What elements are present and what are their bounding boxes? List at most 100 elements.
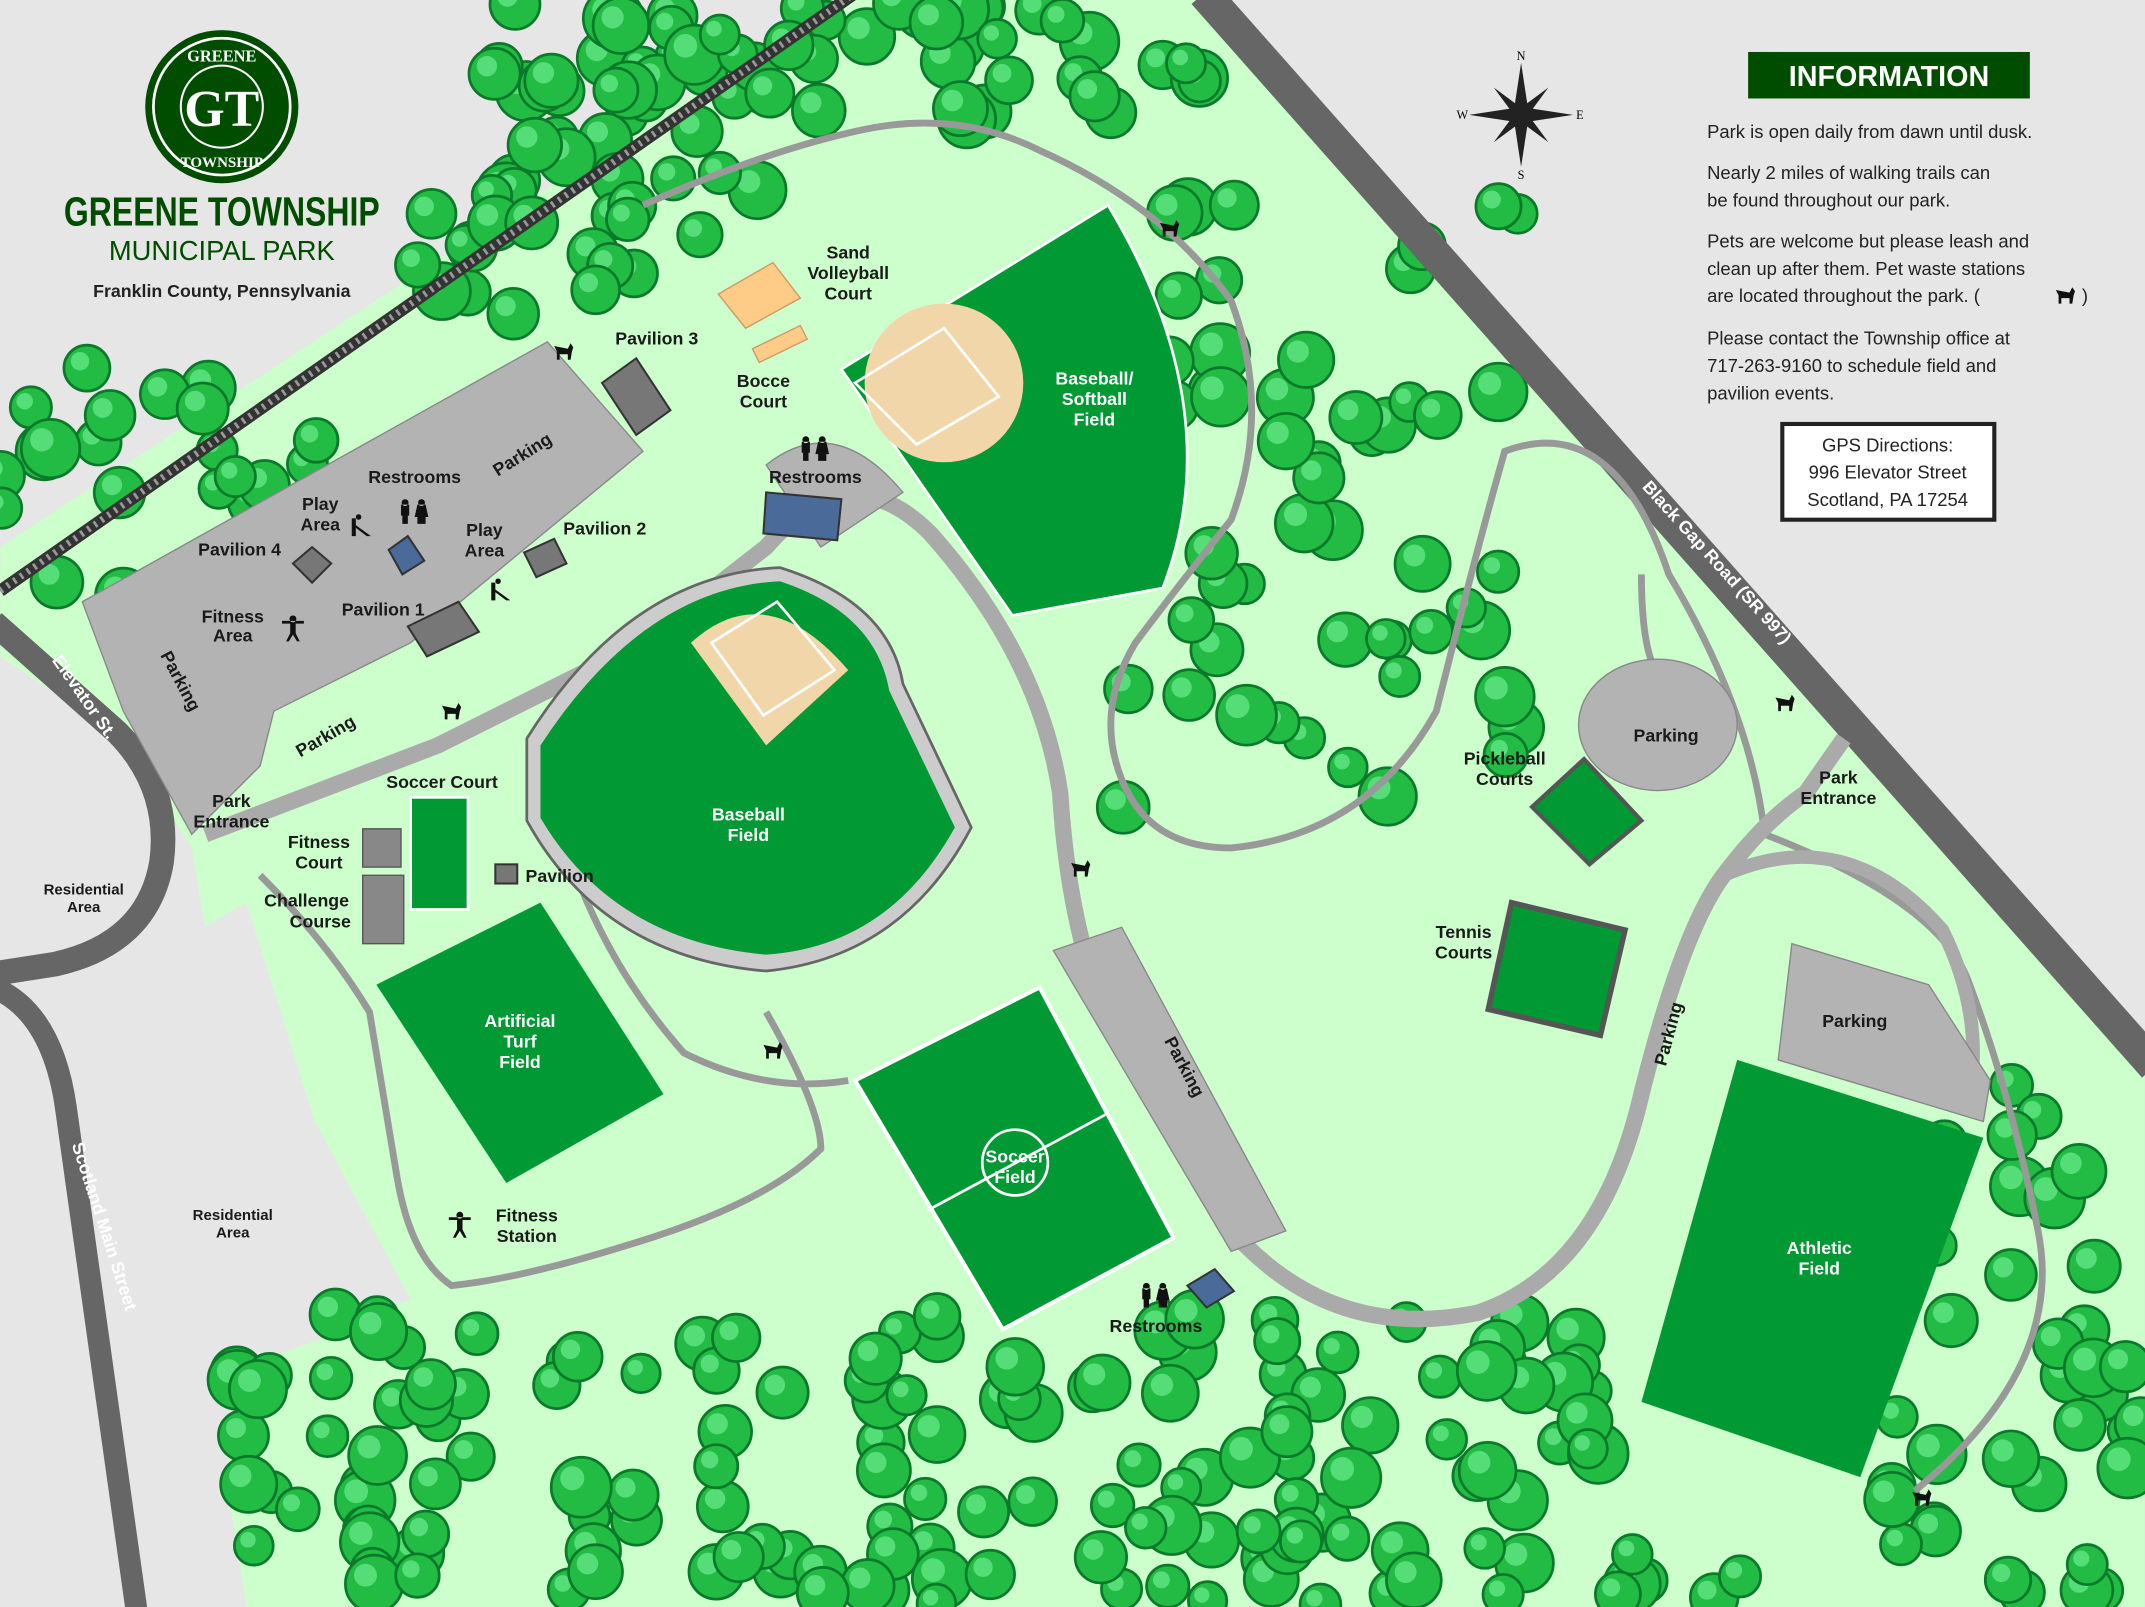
tree-highlight xyxy=(706,1413,728,1435)
tree xyxy=(1277,330,1336,389)
tree xyxy=(885,1374,928,1417)
tree-highlight xyxy=(1306,1590,1323,1607)
tree xyxy=(1073,1530,1129,1585)
tree-highlight xyxy=(1083,1363,1106,1386)
tree xyxy=(1385,1551,1443,1607)
label-pavilion-3: Pavilion 3 xyxy=(615,329,698,349)
tree xyxy=(912,1292,962,1341)
tree-highlight xyxy=(476,204,499,226)
tree-highlight xyxy=(576,1552,599,1575)
tree xyxy=(744,67,796,119)
tree-highlight xyxy=(30,428,54,452)
tree-highlight xyxy=(683,1325,706,1347)
tree-highlight xyxy=(1131,1513,1148,1530)
tree-highlight xyxy=(381,1387,401,1407)
restroom-icon xyxy=(400,499,429,524)
tree xyxy=(2065,1543,2109,1587)
tree xyxy=(219,1454,279,1514)
tree xyxy=(1278,1519,1323,1564)
tree-highlight xyxy=(317,1296,339,1317)
tree-highlight xyxy=(1171,677,1192,698)
tree-highlight xyxy=(874,1510,893,1529)
tree xyxy=(964,1548,1016,1601)
tree-highlight xyxy=(1331,1523,1350,1541)
tree-highlight xyxy=(800,92,822,114)
tree-highlight xyxy=(719,1321,739,1341)
tree-highlight xyxy=(1432,1425,1449,1442)
tree xyxy=(1474,666,1536,728)
tree-highlight xyxy=(764,1374,786,1396)
pet-waste-icon xyxy=(442,702,462,720)
tree xyxy=(1378,655,1422,698)
tree xyxy=(1413,390,1463,440)
tree-highlight xyxy=(921,1300,940,1319)
tree-highlight xyxy=(1330,1457,1355,1481)
tree-highlight xyxy=(1269,1414,1290,1435)
tree-highlight xyxy=(560,1339,581,1360)
tree-highlight xyxy=(402,249,420,268)
tree-highlight xyxy=(983,25,1000,41)
tree xyxy=(1863,1470,1921,1529)
tree xyxy=(1417,1354,1463,1399)
tree-highlight xyxy=(1489,1580,1506,1597)
tree-highlight xyxy=(2040,1326,2061,1347)
park-title: GREENE TOWNSHIP xyxy=(64,189,380,235)
logo-bottom-text: TOWNSHIP xyxy=(181,155,263,171)
playground-icon xyxy=(351,514,371,537)
parking-lots xyxy=(81,341,1991,1253)
tree-highlight xyxy=(349,1521,373,1545)
tree xyxy=(228,1359,288,1420)
tree-highlight xyxy=(1618,1540,1635,1557)
tree xyxy=(1879,1522,1923,1567)
info-pets-3: are located throughout the park. ( xyxy=(1707,285,1981,306)
tree-highlight xyxy=(1425,1362,1443,1379)
information-panel: INFORMATION Park is open daily from dawn… xyxy=(1707,51,2088,522)
tree-highlight xyxy=(847,16,870,40)
tree-highlight xyxy=(704,1488,726,1510)
info-pets-2: clean up after them. Pet waste stations xyxy=(1707,258,2025,279)
tree-highlight xyxy=(1286,1527,1304,1544)
tree-highlight xyxy=(1022,0,1042,13)
pet-waste-icon xyxy=(1160,220,1180,237)
tree-highlight xyxy=(1916,1433,1940,1458)
tree-highlight xyxy=(706,20,722,37)
label-restrooms-center: Restrooms xyxy=(769,467,862,487)
tree-highlight xyxy=(2033,1177,2058,1202)
tree-highlight xyxy=(1918,1513,1939,1534)
tree xyxy=(1154,271,1203,320)
tree-highlight xyxy=(882,0,901,7)
tree xyxy=(848,1331,903,1386)
label-restrooms-west: Restrooms xyxy=(368,467,461,487)
label-parking-se: Parking xyxy=(1822,1011,1887,1031)
tree-highlight xyxy=(229,1464,252,1488)
restroom-icon xyxy=(1142,1282,1170,1308)
pet-waste-icon xyxy=(763,1042,783,1059)
tree-highlight xyxy=(354,1563,377,1587)
tree xyxy=(976,18,1018,60)
tree-highlight xyxy=(101,474,123,496)
tree xyxy=(347,1425,408,1486)
tree xyxy=(1320,1446,1383,1509)
tree-highlight xyxy=(1162,279,1182,298)
tree xyxy=(62,343,112,393)
tree-highlight xyxy=(147,377,168,397)
tree xyxy=(1981,1429,2041,1488)
info-contact-3: pavilion events. xyxy=(1707,382,1834,403)
tree-highlight xyxy=(1281,1484,1299,1502)
tree-highlight xyxy=(225,1417,246,1439)
tree-highlight xyxy=(992,63,1012,83)
baseball-field xyxy=(525,566,973,973)
tree-highlight xyxy=(804,1575,826,1596)
tree-highlight xyxy=(1175,604,1194,623)
tree-highlight xyxy=(892,1381,909,1398)
tree xyxy=(698,13,741,56)
tree-highlight xyxy=(684,219,703,237)
tree xyxy=(175,381,230,436)
tree xyxy=(1215,683,1278,747)
tree-highlight xyxy=(344,1479,369,1504)
compass-e: E xyxy=(1576,108,1584,122)
tree-highlight xyxy=(221,462,238,479)
